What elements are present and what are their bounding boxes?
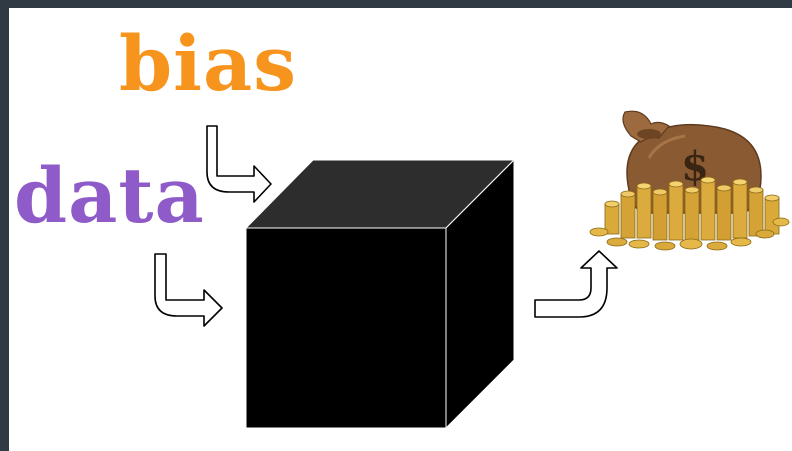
slide-canvas: bias data (9, 8, 792, 451)
black-box-cube (244, 158, 516, 430)
loose-coins (589, 217, 790, 251)
curved-arrow-right-icon (154, 253, 223, 327)
cube-front-face (245, 227, 447, 429)
curved-arrow-right-icon (206, 125, 272, 203)
diagram-canvas: $ (154, 110, 790, 430)
bias-label: bias (119, 19, 298, 108)
money-bag-image: $ (589, 110, 790, 251)
data-label: data (14, 151, 205, 240)
curved-arrow-up-icon (534, 250, 618, 318)
coin-stacks (604, 176, 780, 241)
